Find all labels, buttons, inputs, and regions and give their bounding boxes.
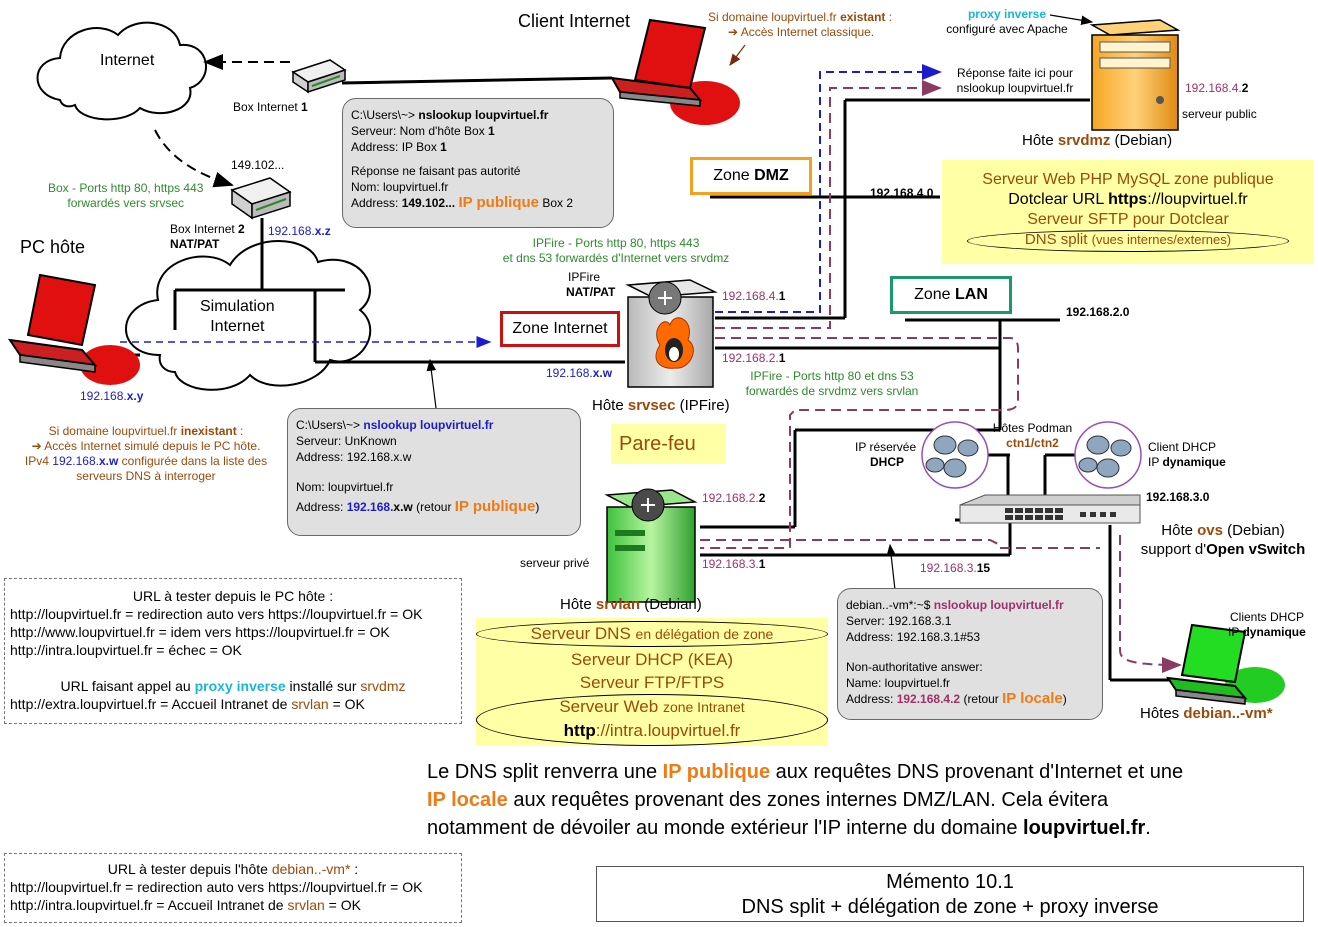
podman-seal-icon-1	[921, 421, 989, 489]
box-internet-1-icon	[291, 59, 347, 94]
parefeu-badge: Pare-feu	[611, 424, 726, 464]
pc-host-ip: 192.168.x.y	[80, 389, 144, 403]
ipfire-lan-ip: 192.168.2.1	[722, 351, 786, 365]
srvdmz-server-icon	[1089, 19, 1181, 131]
debian-vm-host-label: Hôtes debian..-vm*	[1140, 705, 1273, 722]
srvlan-host-label: Hôte srvlan (Debian)	[560, 596, 702, 613]
ipfire-wan-ip: 192.168.x.w	[546, 366, 613, 380]
pc-host-note: Si domaine loupvirtuel.fr inexistant : ➔…	[24, 424, 268, 483]
client-internet-laptop-icon	[610, 18, 740, 125]
ipfire-host-label: Hôte srvsec (IPFire)	[592, 397, 730, 414]
memento-title: Mémento 10.1	[886, 871, 1014, 893]
nslookup-box-simulated: C:\Users\~> nslookup loupvirtuel.fr Serv…	[287, 408, 581, 536]
srvdmz-host-label: Hôte srvdmz (Debian)	[1022, 132, 1173, 149]
srvlan-services-panel: Serveur DNS en délégation de zone Serveu…	[476, 618, 828, 746]
url-test-box-debian-vm: URL à tester depuis l'hôte debian..-vm* …	[4, 853, 462, 923]
lan-network: 192.168.2.0	[1066, 305, 1130, 319]
srvdmz-public-label: serveur public	[1182, 107, 1257, 121]
summary-paragraph: Le DNS split renverra une IP publique au…	[427, 761, 1184, 839]
memento-box: Mémento 10.1 DNS split + délégation de z…	[596, 866, 1304, 922]
pc-host-title: PC hôte	[20, 237, 86, 257]
ovs-switch-icon	[959, 494, 1141, 524]
simulation-cloud-label: Simulation Internet	[200, 298, 275, 335]
ipfire-server-icon	[625, 279, 718, 388]
srvdmz-services-panel: Serveur Web PHP MySQL zone publique Dotc…	[942, 160, 1314, 264]
ipfire-dmz-ip: 192.168.4.1	[722, 289, 786, 303]
ovs-host-label: Hôte ovs (Debian)support d'Open vSwitch	[1140, 522, 1306, 558]
nslookup-box-public: C:\Users\~> nslookup loupvirtuel.fr Serv…	[342, 98, 614, 228]
client-internet-note: Si domaine loupvirtuel.fr existant : ➔ A…	[708, 10, 893, 39]
box2-ip-top: 149.102...	[231, 158, 285, 172]
internet-cloud-icon	[36, 21, 207, 121]
url-test-box-pc-host: URL à tester depuis le PC hôte : http://…	[4, 578, 462, 724]
internet-cloud-label: Internet	[100, 52, 155, 69]
srvlan-prive-label: serveur privé	[520, 556, 590, 570]
srvlan-lan-ip: 192.168.2.2	[702, 491, 766, 505]
zone-lan-label: Zone LAN	[890, 276, 1012, 314]
client-internet-title: Client Internet	[518, 11, 631, 31]
debian-vm-laptop-icon	[1165, 623, 1285, 705]
srvlan-server-icon	[604, 488, 698, 603]
debian-vm-ip: 192.168.3.15	[920, 561, 991, 575]
nslookup-box-local: debian..-vm*:~$ nslookup loupvirtuel.fr …	[837, 588, 1103, 720]
zone-internet-label: Zone Internet	[500, 311, 620, 347]
srvlan-ovs-ip: 192.168.3.1	[702, 557, 766, 571]
box-internet-1-label: Box Internet 1	[233, 100, 308, 114]
srvdmz-ip: 192.168.4.2	[1185, 81, 1249, 95]
zone-dmz-label: Zone DMZ	[690, 157, 812, 195]
memento-subtitle: DNS split + délégation de zone + proxy i…	[741, 896, 1159, 918]
podman-seal-icon-2	[1074, 421, 1142, 489]
dmz-network: 192.168.4.0	[870, 186, 934, 200]
box-internet-2-icon	[230, 177, 292, 220]
box2-lan-ip: 192.168.x.z	[268, 224, 331, 238]
pc-host-laptop-icon	[7, 273, 140, 385]
simulation-cloud-icon	[125, 240, 372, 391]
ovs-network: 192.168.3.0	[1146, 490, 1210, 504]
